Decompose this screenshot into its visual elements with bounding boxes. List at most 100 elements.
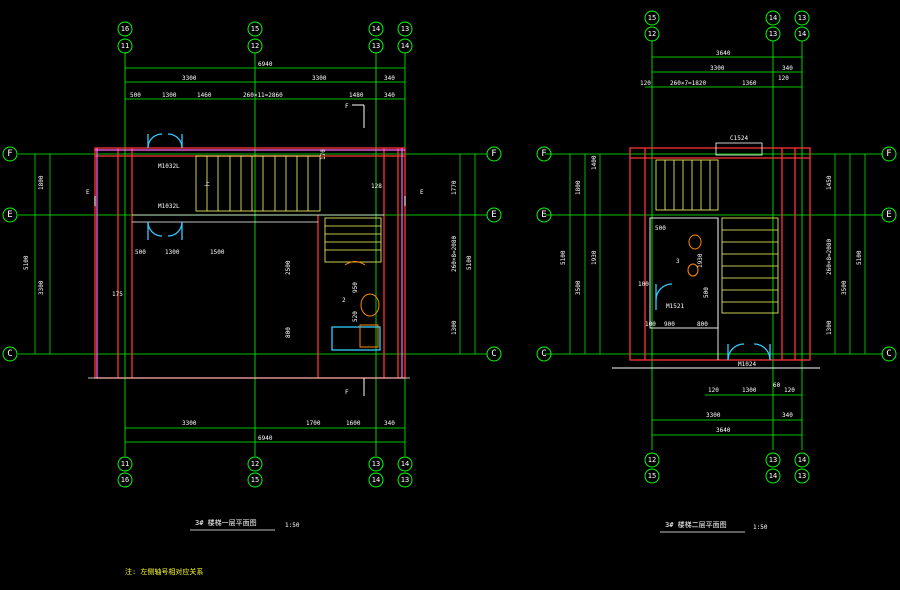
plan1-dim-right-1: 260×8=2080: [451, 235, 458, 272]
plan2-stairs: [655, 159, 779, 314]
plan2-bottom-axis-bubbles: 12 15 13 14 14 13: [644, 452, 810, 484]
plan1-dim-right-2: 1300: [451, 320, 458, 335]
plan2-dim-top-r2-0: 3300: [710, 65, 725, 72]
plan1-scale: 1:50: [285, 522, 300, 529]
plan2-axis-bot-2b: 14: [769, 472, 777, 480]
plan1-top-axis-bubbles: 16 11 15 12 14 13 13 14: [117, 21, 413, 54]
plan2-axis-top-3a: 13: [798, 14, 806, 22]
plan1-section-f-top: F: [345, 103, 349, 110]
plan2-dim-left-3: 5100: [560, 250, 567, 265]
plan2-axis-right-f: F: [886, 149, 891, 159]
plan1-axis-bot-4a: 14: [401, 460, 409, 468]
plan1-dim-top-r3-1: 1300: [162, 92, 177, 99]
plan2-axis-bot-1a: 12: [648, 456, 656, 464]
plan1-dim-bottom-1: 1700: [306, 420, 321, 427]
plan2-dim-top-r3-2: 1360: [742, 80, 757, 87]
plan1-axis-bot-1b: 16: [121, 476, 129, 484]
plan2-axis-bot-3b: 13: [798, 472, 806, 480]
plan1-axis-top-4b: 14: [401, 42, 409, 50]
plan1-dim-bottom-3: 340: [384, 420, 395, 427]
drawing-note: 注: 左侧轴号相对应关系: [125, 567, 203, 576]
plan1-stairs: [195, 155, 382, 263]
plan2-axis-bot-1b: 15: [648, 472, 656, 480]
plan2-title: 3# 楼梯二层平面图: [665, 520, 727, 529]
plan1-dim-right-0: 1770: [451, 180, 458, 195]
plan1-doors: [147, 133, 381, 351]
plan2-top-axis-bubbles: 15 12 14 13 13 14: [644, 10, 810, 42]
plan1-dim-left-2: 3300: [38, 280, 45, 295]
plan1-inner-dim-1: 1300: [165, 249, 180, 256]
plan2-doors: [655, 283, 771, 361]
plan1-inner-dim-6: 520: [352, 311, 359, 322]
plan1-dim-bottom-2: 1600: [346, 420, 361, 427]
plan1-dim-bottom-0: 3300: [182, 420, 197, 427]
plan2-dim-top-r3-0: 120: [640, 80, 651, 87]
plan2-inner-dim-2: 1930: [697, 253, 704, 268]
plan1-dim-top-r2-1: 3300: [312, 75, 327, 82]
plan2-dim-bottom-r2-1: 340: [782, 412, 793, 419]
plan2-axis-left-e: E: [541, 210, 546, 220]
plan2-dim-top-r2-1: 340: [782, 65, 793, 72]
plan2-inner-dim-0: 500: [655, 225, 666, 232]
plan1-walls-magenta: [95, 148, 405, 378]
plan-1: 16 11 15 12 14 13 13 14: [2, 21, 502, 531]
plan2-dim-bottom-r2-0: 3300: [706, 412, 721, 419]
plan2-dim-bottom-2: 60: [773, 382, 781, 389]
plan2-dim-bottom-3: 120: [784, 387, 795, 394]
plan2-inner-dim-3: 1930: [591, 250, 598, 265]
plan2-dim-right-3: 3500: [841, 280, 848, 295]
plan1-left-axis-bubbles: F E C: [2, 146, 18, 362]
plan2-dim-bottom-0: 120: [708, 387, 719, 394]
plan2-axis-right-c: C: [886, 349, 891, 359]
plan1-dim-top-r3-4: 1480: [349, 92, 364, 99]
plan1-axis-left-e: E: [7, 210, 12, 220]
plan1-axis-bot-4b: 13: [401, 476, 409, 484]
plan1-axis-right-f: F: [491, 149, 496, 159]
plan1-left-dim-lines: [34, 154, 476, 354]
plan1-axis-right-c: C: [491, 349, 496, 359]
plan1-title: 3# 楼梯一层平面图: [195, 518, 257, 527]
plan1-dim-right-3: 5100: [466, 255, 473, 270]
plan2-inner-dim-7: 500: [703, 287, 710, 298]
plan2-dim-right-2: 1300: [826, 320, 833, 335]
plan1-axis-top-1b: 11: [121, 42, 129, 50]
plan1-inner-dim-9: 128: [371, 183, 382, 190]
plan1-section-f-bottom: F: [345, 389, 349, 396]
plan2-room-no: 3: [676, 258, 680, 265]
plan2-axis-bot-2a: 13: [769, 456, 777, 464]
plan1-dim-top-r2-2: 340: [384, 75, 395, 82]
plan1-axis-top-1a: 16: [121, 25, 129, 33]
plan2-dim-left-1: 1800: [575, 180, 582, 195]
plan2-window: [715, 142, 763, 156]
plan2-bottom-dim-lines: [652, 394, 802, 436]
plan1-dim-left-0: 5100: [23, 255, 30, 270]
plan1-fixtures: [344, 261, 380, 348]
plan2-inner-walls: [612, 217, 820, 369]
plan1-bottom-axis-bubbles: 11 16 12 15 13 14 14 13: [117, 456, 413, 488]
plan2-axis-right-e: E: [886, 210, 891, 220]
plan1-section-e-right: E: [420, 189, 424, 196]
plan2-door-label: M1024: [738, 361, 756, 368]
plan2-dim-top-r3-1: 260×7=1820: [670, 80, 707, 87]
plan2-dim-bottom-1: 1300: [742, 387, 757, 394]
plan1-grid-lines: [18, 53, 487, 456]
plan2-axis-top-1a: 15: [648, 14, 656, 22]
plan2-dim-left-0: 1400: [591, 155, 598, 170]
plan1-axis-bot-2b: 15: [251, 476, 259, 484]
plan1-dim-left-1: 1800: [38, 175, 45, 190]
plan1-inner-dim-12: 175: [112, 291, 123, 298]
plan2-dim-left-2: 3500: [575, 280, 582, 295]
plan1-axis-top-2b: 12: [251, 42, 259, 50]
plan1-inner-dim-0: 500: [135, 249, 146, 256]
plan2-window-label: C1524: [730, 135, 748, 142]
plan2-axis-top-2b: 13: [769, 30, 777, 38]
plan1-dim-bottom-total: 6940: [258, 435, 273, 442]
plan1-door-label-2: M1032L: [158, 203, 180, 210]
plan1-dim-top-r3-5: 340: [384, 92, 395, 99]
plan2-fixtures: [687, 234, 702, 277]
plan2-top-dim-lines: [645, 56, 802, 88]
plan1-axis-right-e: E: [491, 210, 496, 220]
plan1-room-no: 2: [342, 297, 346, 304]
plan2-inner-dim-5: 900: [664, 321, 675, 328]
